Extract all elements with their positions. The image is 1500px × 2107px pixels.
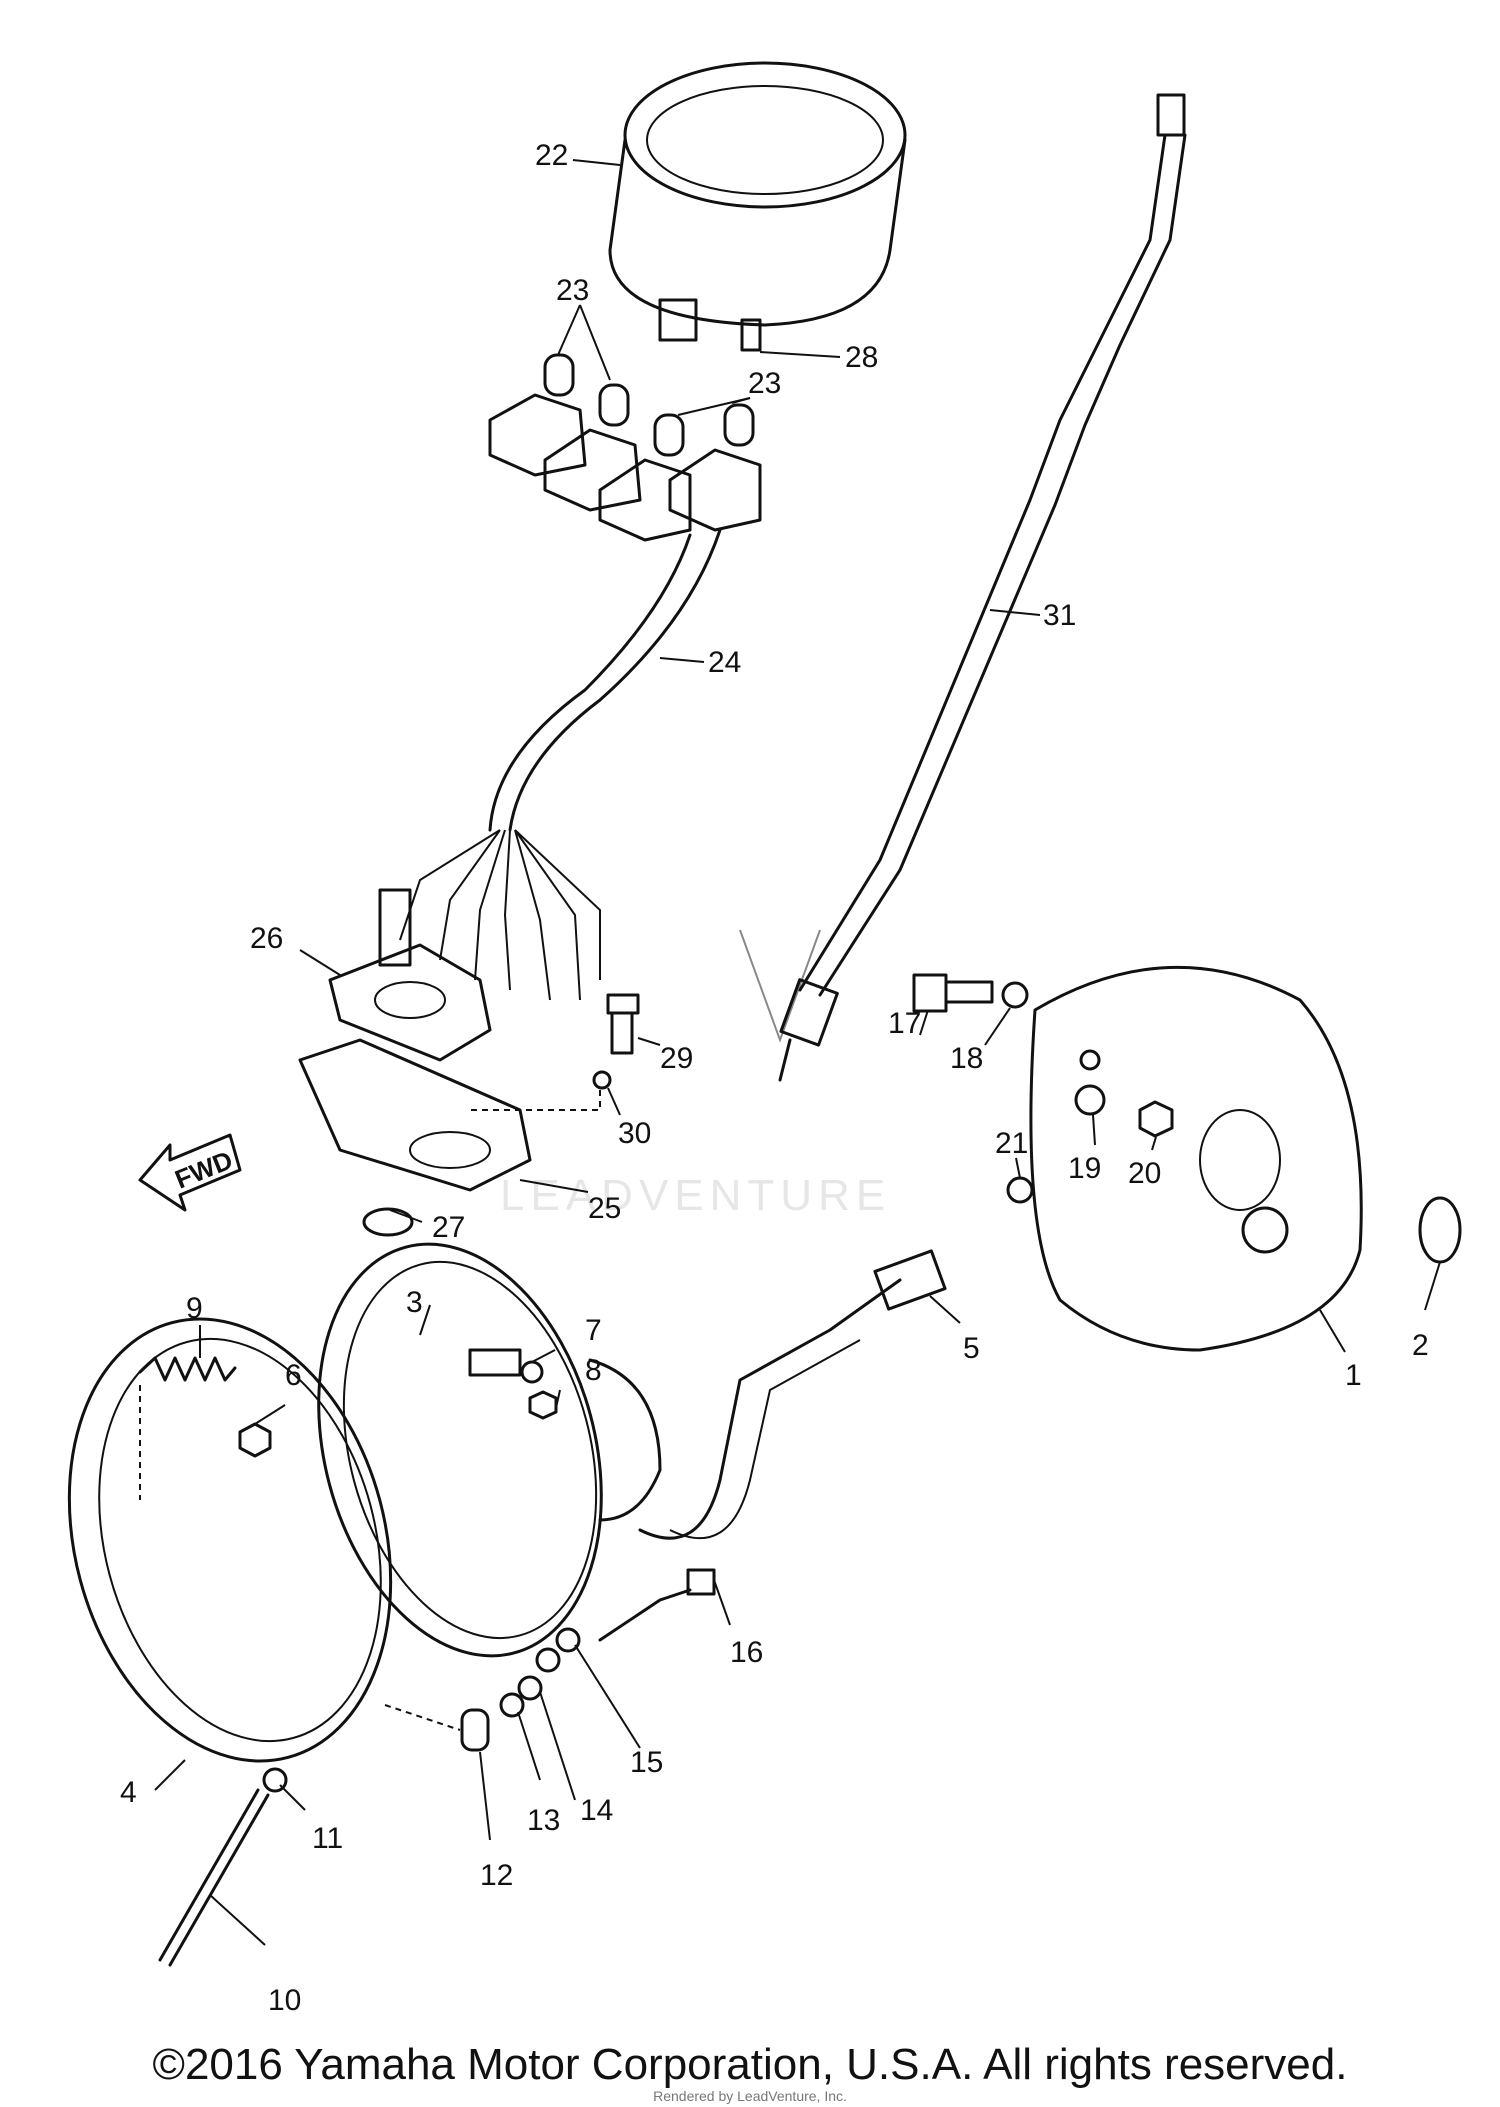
callout-14: 14 [580, 1794, 613, 1827]
callout-11: 11 [312, 1822, 343, 1855]
bolt-guide-line [470, 1090, 601, 1111]
callout-16: 16 [730, 1636, 763, 1669]
callout-10: 10 [268, 1984, 301, 2017]
grommet [362, 1207, 414, 1237]
callout-18: 18 [950, 1042, 983, 1075]
rim-nut [238, 1422, 272, 1458]
sealed-beam-unit [317, 1242, 662, 1658]
nut [1138, 1100, 1174, 1138]
callout-8: 8 [585, 1354, 602, 1387]
bolt-nut [262, 1767, 288, 1793]
callout-2: 2 [1412, 1329, 1429, 1362]
adjust-bracket [598, 1588, 692, 1642]
fwd-arrow: FWD [138, 1133, 242, 1212]
speedometer [608, 61, 907, 352]
watermark-text: LEADVENTURE [500, 1171, 891, 1220]
callout-23-left: 23 [556, 274, 589, 307]
callout-15: 15 [630, 1746, 663, 1779]
indicator-bulbs [488, 353, 762, 542]
headlight-wire-harness [638, 1249, 947, 1540]
callout-17: 17 [888, 1007, 921, 1040]
leader-lines [154, 159, 1441, 1946]
screw-washer [520, 1360, 544, 1384]
callout-labels: 1 2 3 4 5 6 7 8 9 10 11 12 13 14 15 16 1… [120, 139, 1429, 2017]
callout-21: 21 [995, 1127, 1028, 1160]
callout-3: 3 [406, 1286, 423, 1319]
washer-14 [517, 1675, 543, 1701]
callout-1: 1 [1345, 1359, 1362, 1392]
long-bolt [158, 1788, 260, 1962]
nut-15b [555, 1627, 581, 1653]
copyright-notice: ©2016 Yamaha Motor Corporation, U.S.A. A… [152, 2040, 1348, 2089]
mounting-bolt [912, 973, 1029, 1013]
callout-13: 13 [527, 1804, 560, 1837]
callout-9: 9 [186, 1292, 203, 1325]
callout-5: 5 [963, 1332, 980, 1365]
headlight-rim [67, 1317, 393, 1763]
callout-24: 24 [708, 646, 741, 679]
callout-12: 12 [480, 1859, 513, 1892]
meter-wire-harness [378, 528, 722, 1001]
fwd-label: FWD [171, 1145, 237, 1195]
callout-6: 6 [285, 1359, 302, 1392]
callout-20: 20 [1128, 1157, 1161, 1190]
callout-27: 27 [432, 1211, 465, 1244]
callout-7: 7 [585, 1314, 602, 1347]
meter-brackets [298, 943, 532, 1192]
clip [686, 1568, 716, 1596]
speedometer-cable [778, 93, 1187, 1082]
screw-nut [528, 1390, 558, 1420]
callout-4: 4 [120, 1776, 137, 1809]
nut-15a [535, 1647, 561, 1673]
callout-19: 19 [1068, 1152, 1101, 1185]
callout-22: 22 [535, 139, 568, 172]
meter-bolt [592, 993, 640, 1090]
callout-25: 25 [588, 1192, 621, 1225]
watermark: LEADVENTURE [500, 929, 891, 1220]
washer-13 [499, 1692, 525, 1718]
spacer [460, 1708, 490, 1752]
callout-30: 30 [618, 1117, 651, 1150]
washer [1074, 1084, 1106, 1116]
callout-29: 29 [660, 1042, 693, 1075]
callout-31: 31 [1043, 599, 1076, 632]
callout-28: 28 [845, 341, 878, 374]
spacer-guide-line [384, 1704, 461, 1731]
spring [138, 1356, 237, 1382]
fitting [1006, 1176, 1034, 1204]
callout-26: 26 [250, 922, 283, 955]
housing-cap [1418, 1196, 1462, 1264]
rendered-by-note: Rendered by LeadVenture, Inc. [653, 2088, 847, 2104]
headlight-housing [1029, 965, 1363, 1352]
callout-23-right: 23 [748, 367, 781, 400]
